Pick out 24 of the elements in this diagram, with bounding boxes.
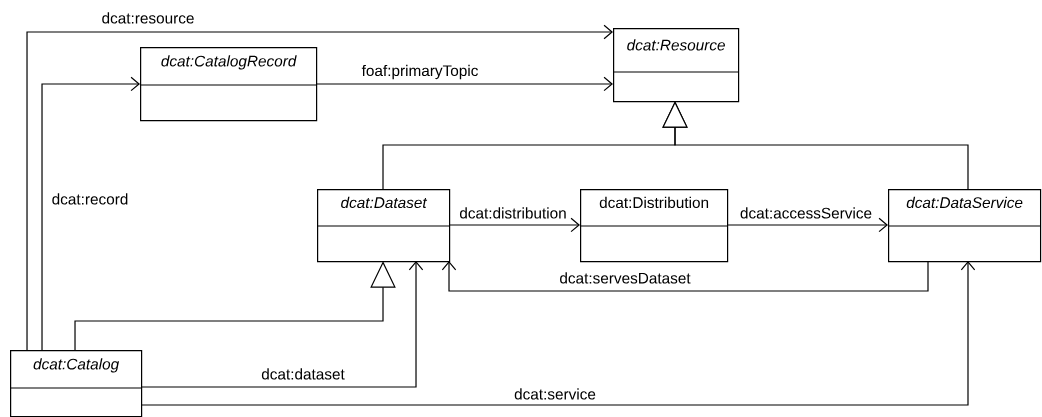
arrow: [140, 261, 424, 388]
edge-label: dcat:distribution: [458, 206, 569, 220]
edge-label: dcat:record: [50, 192, 130, 206]
arrow: [726, 217, 888, 233]
arrow: [441, 260, 929, 292]
class-box: dcat:DataService: [887, 189, 1042, 263]
arrow: [41, 76, 140, 351]
generalization-arrow: [74, 261, 396, 351]
arrow: [448, 217, 580, 233]
edge-label: dcat:accessService: [738, 206, 874, 220]
class-box: dcat:Distribution: [579, 189, 729, 263]
class-box: dcat:Catalog: [9, 350, 143, 417]
edge-label: dcat:service: [512, 387, 598, 401]
class-box: dcat:CatalogRecord: [139, 47, 318, 122]
generalization-arrow: [662, 101, 969, 190]
edge-label: dcat:dataset: [259, 367, 347, 381]
arrow: [315, 76, 613, 92]
edge-label: foaf:primaryTopic: [360, 63, 480, 81]
edge-label: dcat:resource: [100, 11, 196, 25]
class-box: dcat:Dataset: [316, 189, 451, 263]
arrow: [26, 24, 613, 351]
class-box: dcat:Resource: [612, 28, 740, 103]
edge-label: dcat:servesDataset: [558, 271, 692, 285]
arrow: [140, 261, 976, 406]
